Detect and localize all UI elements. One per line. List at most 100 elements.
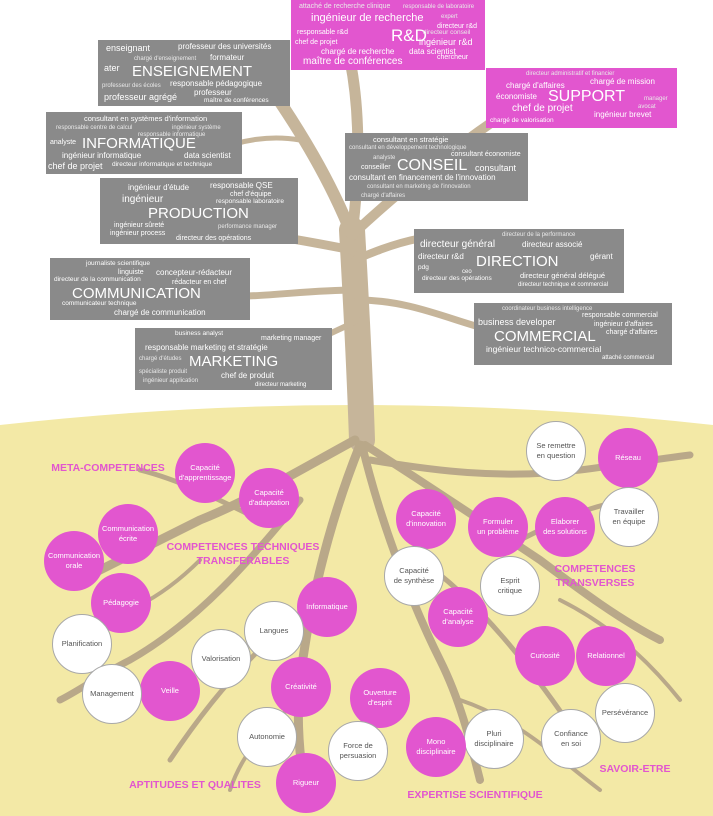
skill-informatique: Informatique: [297, 577, 357, 637]
job-word: directeur r&d: [418, 252, 464, 261]
job-word: professeur: [194, 88, 232, 97]
skill-label: Veille: [161, 685, 179, 695]
job-word: directeur conseil: [423, 29, 471, 36]
job-word: rédacteur en chef: [172, 279, 227, 286]
job-word: expert: [441, 14, 458, 20]
job-word: marketing manager: [261, 335, 322, 342]
job-word: ingénieur technico-commercial: [486, 344, 602, 354]
skill-label: Planification: [61, 638, 103, 648]
skill-elaborer-des-solutions: Elaborer des solutions: [535, 497, 595, 557]
job-word: ingénieur d'affaires: [594, 321, 653, 328]
job-word: chef de projet: [295, 39, 338, 46]
job-word: concepteur-rédacteur: [156, 268, 233, 277]
job-word: économiste: [496, 92, 537, 101]
job-word: performance manager: [218, 224, 278, 230]
skill-label: Capacité d'adaptation: [248, 487, 290, 507]
skill-veille: Veille: [140, 661, 200, 721]
job-word: ceo: [462, 269, 472, 275]
job-word: chargé d'affaires: [361, 193, 406, 199]
job-word: directeur r&d: [437, 23, 478, 30]
job-title: R&D: [391, 26, 427, 45]
job-word: responsable informatique: [138, 132, 206, 138]
job-title: PRODUCTION: [148, 205, 249, 222]
skill-label: Réseau: [615, 452, 641, 462]
job-word: ingénieur: [122, 194, 164, 205]
job-word: communicateur technique: [62, 300, 137, 307]
job-word: directeur de la performance: [502, 232, 576, 238]
job-word: ingénieur d'étude: [128, 183, 190, 192]
job-word: chargé d'affaires: [506, 81, 565, 90]
skill-reseau: Réseau: [598, 428, 658, 488]
job-box-direction: directeur de la performance directeur gé…: [414, 229, 624, 293]
job-word: consultant en financement de l'innovatio…: [349, 173, 496, 182]
job-word: chargé de recherche: [321, 47, 395, 56]
skill-label: Langues: [259, 625, 289, 635]
job-box-informatique: consultant en systèmes d'information res…: [46, 112, 242, 174]
job-word: ingénieur système: [172, 125, 221, 131]
job-word: directeur informatique et technique: [112, 161, 213, 168]
skill-capacite-analyse: Capacité d'analyse: [428, 587, 488, 647]
skill-label: Se remettre en question: [536, 440, 576, 460]
job-word: consultant en développement technologiqu…: [349, 145, 467, 151]
skill-planification: Planification: [52, 614, 112, 674]
job-word: ingénieur informatique: [62, 151, 142, 160]
skill-label: Mono disciplinaire: [416, 736, 456, 756]
job-word: ingénieur sûreté: [114, 222, 165, 229]
skill-se-remettre-en-question: Se remettre en question: [526, 421, 586, 481]
skill-label: Curiosité: [530, 650, 560, 660]
job-word: coordinateur business intelligence: [502, 306, 593, 312]
job-box-rd: attaché de recherche clinique responsabl…: [291, 0, 485, 70]
skill-relationnel: Relationnel: [576, 626, 636, 686]
job-word: consultant en marketing de l'innovation: [367, 184, 471, 190]
job-word: business developer: [478, 317, 556, 327]
job-word: avocat: [638, 104, 656, 110]
skill-label: Capacité d'innovation: [406, 508, 446, 528]
skill-label: Ouverture d'esprit: [363, 687, 397, 707]
job-word: manager: [644, 96, 668, 102]
skill-label: Travailler en équipe: [612, 506, 646, 526]
job-word: journaliste scientifique: [86, 260, 150, 267]
skill-management: Management: [82, 664, 142, 724]
skill-formuler-un-probleme: Formuler un problème: [468, 497, 528, 557]
job-title: ENSEIGNEMENT: [132, 63, 253, 80]
job-word: ingénieur application: [143, 378, 199, 384]
job-word: business analyst: [175, 330, 224, 337]
skill-label: Autonomie: [249, 731, 285, 741]
skill-creativite: Créativité: [271, 657, 331, 717]
job-word: responsable marketing et stratégie: [145, 343, 268, 352]
job-word: ingénieur r&d: [419, 37, 473, 47]
job-box-enseignement: enseignant professeur des universités ch…: [98, 40, 290, 106]
job-word: chef de projet: [512, 103, 573, 114]
job-word: analyste: [373, 155, 396, 161]
job-word: attaché commercial: [602, 355, 655, 361]
job-word: responsable r&d: [297, 29, 348, 36]
job-word: responsable QSE: [210, 181, 273, 190]
job-word: chargé de mission: [590, 77, 655, 86]
job-box-communication: journaliste scientifique linguiste conce…: [50, 258, 250, 320]
skill-label: Communication orale: [47, 550, 101, 570]
job-word: linguiste: [118, 269, 144, 276]
skill-label: Valorisation: [201, 653, 241, 663]
job-word: responsable centre de calcul: [56, 125, 133, 131]
job-word: chargé d'affaires: [606, 329, 658, 336]
job-word: ingénieur de recherche: [311, 12, 424, 24]
job-word: directeur associé: [522, 240, 583, 249]
skill-esprit-critique: Esprit critique: [480, 556, 540, 616]
skill-langues: Langues: [244, 601, 304, 661]
job-word: chargé de communication: [114, 308, 206, 317]
category-competences-transverses: COMPETENCES TRANSVERSES: [554, 563, 636, 589]
job-word: responsable laboratoire: [216, 198, 284, 205]
skill-label: Capacité d'analyse: [442, 606, 474, 626]
skill-confiance-en-soi: Confiance en soi: [541, 709, 601, 769]
skill-force-de-persuasion: Force de persuasion: [328, 721, 388, 781]
job-word: consultant: [475, 163, 517, 173]
skill-label: Persévérance: [601, 707, 649, 717]
skill-curiosite: Curiosité: [515, 626, 575, 686]
job-word: data scientist: [409, 47, 456, 56]
job-title: SUPPORT: [548, 88, 626, 105]
job-box-commercial: coordinateur business intelligence respo…: [474, 303, 672, 365]
job-word: chef de projet: [48, 161, 103, 171]
skill-label: Confiance en soi: [554, 728, 588, 748]
job-title: COMMUNICATION: [72, 285, 201, 302]
job-word: maître de conférences: [204, 97, 269, 104]
